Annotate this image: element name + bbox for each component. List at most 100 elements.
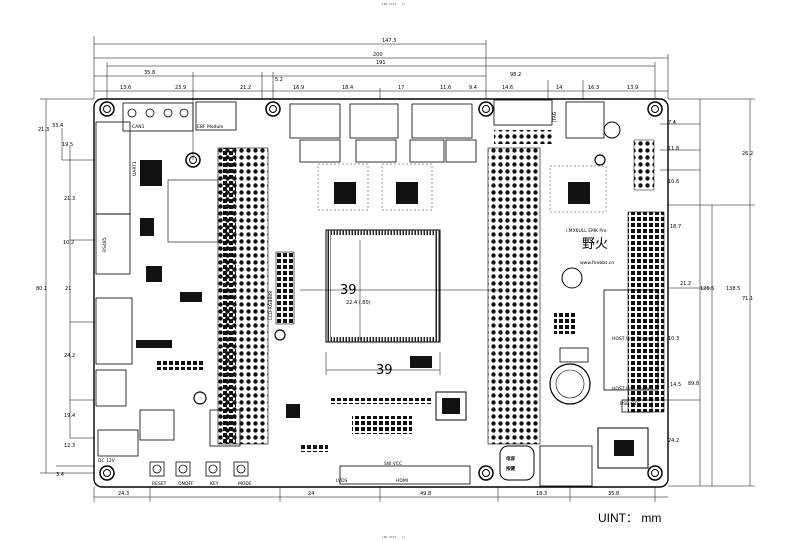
- soc-width-dim: 39: [340, 283, 357, 298]
- svg-text:18.3: 18.3: [536, 491, 547, 497]
- far-right-header: [627, 211, 665, 413]
- left-dimension-values: 33.4 21.3 19.5 21.3 10.2 80.1 21 24.2 19…: [36, 123, 75, 478]
- usb-host-0-label: HOST Unit Down.0: [612, 336, 654, 342]
- usb-host-ports: [603, 289, 659, 391]
- website-label: www.firebbs.cn: [580, 260, 614, 266]
- sd-card: [539, 445, 593, 487]
- unit-label: UINT： mm: [598, 511, 661, 525]
- lcd-connector: [275, 251, 295, 325]
- buzzer: [561, 267, 583, 289]
- svg-text:98.2: 98.2: [510, 72, 521, 78]
- header-text: LBD PILE - pr: [382, 2, 406, 6]
- cap-button-label-2: 按键: [506, 465, 515, 472]
- usb-host-1-label: HOST Unit Down.1: [612, 386, 654, 392]
- svg-text:14.6: 14.6: [502, 85, 513, 91]
- svg-text:11.8: 11.8: [668, 146, 679, 152]
- svg-text:80.1: 80.1: [36, 286, 47, 292]
- bottom-buttons: [149, 461, 249, 477]
- svg-text:10.3: 10.3: [668, 336, 679, 342]
- svg-text:14: 14: [556, 85, 562, 91]
- svg-text:126.5: 126.5: [700, 286, 714, 292]
- svg-text:35.8: 35.8: [144, 70, 155, 76]
- mounting-holes: [99, 101, 663, 481]
- svg-text:19.5: 19.5: [62, 142, 73, 148]
- usb-otg-port: [621, 399, 653, 413]
- wifi-module: [597, 427, 649, 469]
- left-dimensions: [40, 98, 94, 474]
- left-interfaces: [95, 121, 241, 457]
- svg-text:191: 191: [376, 60, 386, 66]
- lcd-label: LCD-RGB888: [268, 291, 274, 320]
- top-dimension-values: 147.3 200 191 35.8 13.6 23.9 21.2 5.2 16…: [120, 38, 638, 91]
- phy-chip-2: [396, 182, 418, 204]
- svg-text:9.4: 9.4: [469, 85, 477, 91]
- svg-text:24: 24: [308, 491, 314, 497]
- usb-otg-label: USB OTG: [620, 401, 641, 407]
- phy-chip-1: [334, 182, 356, 204]
- svg-text:16.9: 16.9: [293, 85, 304, 91]
- bottom-dimension-values: 24.3 24 49.8 18.3 35.8: [118, 491, 619, 497]
- svg-text:14.5: 14.5: [670, 382, 681, 388]
- svg-text:147.3: 147.3: [382, 38, 396, 44]
- right-header: [487, 147, 541, 445]
- can-label: CAN1: [132, 124, 145, 130]
- svg-text:19.4: 19.4: [64, 413, 75, 419]
- top-dimensions: [93, 36, 669, 160]
- board-outline: [93, 98, 669, 488]
- svg-text:33.4: 33.4: [52, 123, 63, 129]
- left-chips: [136, 160, 205, 370]
- svg-text:13.6: 13.6: [120, 85, 131, 91]
- soc-small-dim: 22.4 (.80): [346, 300, 371, 306]
- svg-text:21.2: 21.2: [680, 281, 691, 287]
- svg-text:35.8: 35.8: [608, 491, 619, 497]
- svg-text:71.1: 71.1: [742, 296, 753, 302]
- svg-text:5.2: 5.2: [275, 77, 283, 83]
- brand-cn: 野火: [582, 237, 608, 252]
- svg-text:200: 200: [373, 52, 383, 58]
- cap-button: [499, 445, 535, 481]
- hdmi-connector: [339, 465, 471, 485]
- lvds-label: LVDS: [336, 478, 348, 484]
- svg-text:10.2: 10.2: [63, 240, 74, 246]
- key-label: KEY: [210, 481, 219, 487]
- brand-label: i.MX6ULL EMK Pro: [566, 228, 607, 234]
- svg-text:16.3: 16.3: [588, 85, 599, 91]
- svg-text:24.2: 24.2: [668, 438, 679, 444]
- svg-text:18.7: 18.7: [670, 224, 681, 230]
- svg-text:18.4: 18.4: [342, 85, 353, 91]
- top-connectors: [122, 99, 605, 163]
- svg-text:23.9: 23.9: [175, 85, 186, 91]
- svg-text:24.3: 24.3: [118, 491, 129, 497]
- svg-text:26.2: 26.2: [742, 151, 753, 157]
- center-left-header: [222, 148, 236, 444]
- reset-label: RESET: [152, 481, 167, 487]
- lower-center-parts: [286, 356, 467, 452]
- svg-text:21.3: 21.3: [64, 196, 75, 202]
- soc-height-dim: 39: [376, 363, 393, 378]
- ebf-module-label: EBF Module: [197, 124, 224, 130]
- uart1-label: UART1: [132, 161, 138, 176]
- right-dimension-values: 7.4 26.2 11.8 10.6 18.7 21.2 126.5 138.5…: [668, 120, 753, 444]
- battery: [549, 363, 591, 405]
- jtag-label: JTAG: [552, 111, 558, 123]
- bottom-dimensions: [93, 487, 668, 502]
- svg-text:138.5: 138.5: [726, 286, 740, 292]
- svg-text:21.3: 21.3: [38, 127, 49, 133]
- svg-text:12.3: 12.3: [64, 443, 75, 449]
- svg-text:7.4: 7.4: [668, 120, 676, 126]
- svg-text:24.2: 24.2: [64, 353, 75, 359]
- svg-text:49.8: 49.8: [420, 491, 431, 497]
- right-chip: [568, 182, 590, 204]
- soc-dimension-lines: [300, 240, 500, 375]
- svg-text:3.4: 3.4: [56, 472, 64, 478]
- svg-text:10.6: 10.6: [668, 179, 679, 185]
- svg-text:17: 17: [398, 85, 404, 91]
- svg-text:21.2: 21.2: [240, 85, 251, 91]
- cap-button-label-1: 电容: [506, 455, 515, 462]
- right-dimensions: [650, 98, 755, 487]
- svg-text:21: 21: [65, 286, 71, 292]
- mode-label: MODE: [238, 481, 252, 487]
- svg-text:13.9: 13.9: [627, 85, 638, 91]
- dc-label: DC 12V: [98, 458, 116, 464]
